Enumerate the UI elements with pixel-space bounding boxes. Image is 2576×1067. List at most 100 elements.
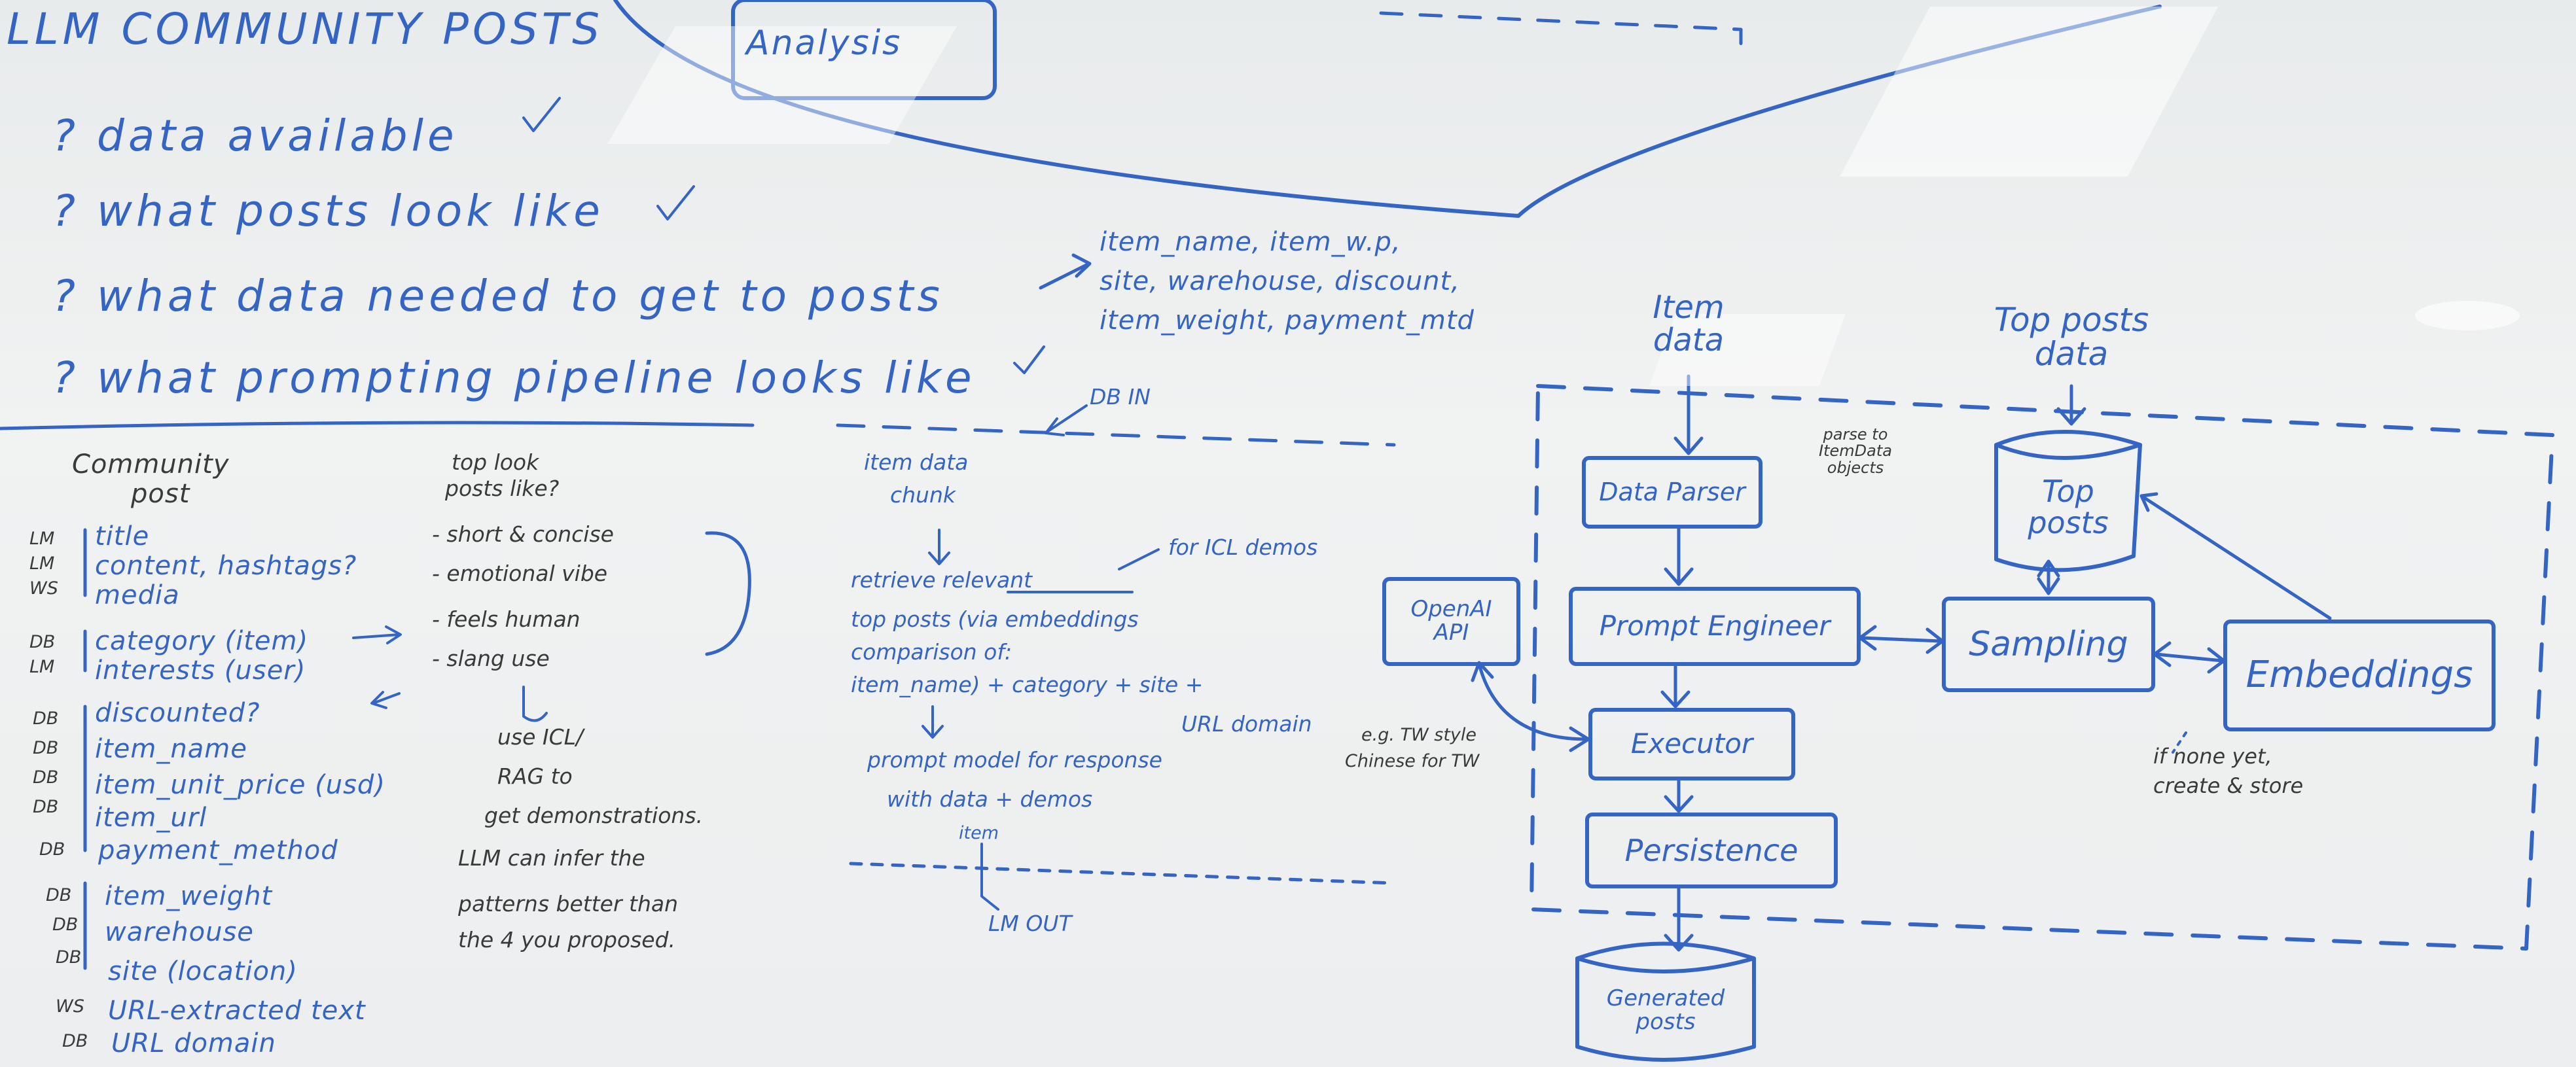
- prefix: WS: [56, 996, 84, 1017]
- prompt-sampling-arrow: [1858, 625, 1944, 654]
- prefix: DB: [33, 767, 59, 788]
- post-heading-2: post: [131, 479, 190, 509]
- fields-note-line1: item_name, item_w.p,: [1100, 227, 1401, 257]
- retrieve-line-5: URL domain: [1181, 711, 1312, 737]
- executor-to-persistence: [1664, 777, 1694, 813]
- look-conclusion-2: RAG to: [497, 763, 573, 789]
- prompt-line-1: prompt model for response: [867, 747, 1162, 773]
- top-data-arrow: [2056, 384, 2086, 426]
- glare-4: [2415, 301, 2520, 330]
- header-divider: [0, 421, 755, 430]
- retrieve-to-prompt: [921, 705, 944, 739]
- retrieve-line-4: item_name) + category + site +: [851, 672, 1204, 697]
- lm-out-label: LM OUT: [988, 911, 1072, 936]
- look-arrow: [522, 686, 548, 722]
- top-posts-cylinder: [1994, 430, 2142, 572]
- prompt-engineer-label: Prompt Engineer: [1599, 610, 1831, 642]
- prefix: DB: [46, 885, 72, 905]
- field-url-text: URL-extracted text: [108, 996, 366, 1026]
- prefix: LM: [29, 553, 55, 574]
- look-conclusion-5: patterns better than: [458, 891, 678, 917]
- parse-note: parse to ItemData objects: [1819, 425, 1892, 477]
- embed-note-pointer: [2172, 731, 2187, 754]
- data-parser-box: [1582, 456, 1762, 529]
- field-item-url: item_url: [95, 803, 207, 833]
- prefix: DB: [39, 839, 65, 860]
- sampling-label: Sampling: [1969, 624, 2128, 664]
- embeddings-box: [2223, 620, 2496, 731]
- embeddings-topposts-arrow: [2139, 492, 2332, 620]
- look-item-4: - slang use: [432, 646, 550, 671]
- field-warehouse: warehouse: [105, 917, 254, 947]
- dashed-frame-top: [1379, 11, 1743, 58]
- field-url-domain: URL domain: [111, 1028, 276, 1058]
- prefix: DB: [62, 1031, 88, 1051]
- prefix: DB: [33, 797, 59, 817]
- icl-note: for ICL demos: [1168, 534, 1318, 560]
- field-payment: payment_method: [98, 835, 338, 866]
- field-item-weight: item_weight: [105, 881, 273, 911]
- analysis-bracket-stroke: [613, 0, 2162, 218]
- field-site: site (location): [108, 956, 298, 987]
- chunk-label-1: item data: [864, 449, 969, 475]
- look-heading-1: top look: [452, 449, 539, 475]
- data-parser-label: Data Parser: [1599, 477, 1745, 506]
- db-in-arrow: [1045, 404, 1088, 436]
- question-4: ? what prompting pipeline looks like: [52, 353, 976, 403]
- prefix: DB: [29, 632, 56, 652]
- interests-arrow: [370, 691, 401, 709]
- top-posts-data-label: Top posts data: [1994, 300, 2149, 373]
- retrieve-line-3: comparison of:: [851, 639, 1012, 665]
- prompt-engineer-box: [1569, 587, 1861, 666]
- embed-note-2: create & store: [2153, 773, 2304, 798]
- generated-posts-cylinder: [1575, 941, 1756, 1062]
- retrieve-line-1: retrieve relevant: [851, 567, 1033, 593]
- look-item-2: - emotional vibe: [432, 561, 608, 586]
- field-title: title: [95, 521, 150, 551]
- question-2: ? what posts look like: [52, 186, 604, 236]
- item-data-label: Item data: [1653, 289, 1725, 359]
- prompt-line-2: with data + demos: [887, 786, 1093, 812]
- board-title: LLM COMMUNITY POSTS: [7, 4, 603, 54]
- category-arrow: [352, 625, 402, 644]
- persistence-box: [1585, 813, 1838, 888]
- retrieve-line-2: top posts (via embeddings: [851, 606, 1139, 632]
- chunk-to-retrieve: [928, 529, 950, 565]
- chunk-label-2: chunk: [890, 482, 956, 508]
- style-note-2: Chinese for TW: [1345, 751, 1480, 771]
- prefix: LM: [29, 657, 55, 677]
- field-content: content, hashtags?: [95, 551, 357, 581]
- openai-label: OpenAI API: [1410, 596, 1492, 646]
- analysis-box-outline: [731, 0, 997, 100]
- look-brace: [705, 531, 751, 656]
- db-in-dashline: [836, 423, 1396, 447]
- executor-label: Executor: [1630, 727, 1753, 760]
- field-discounted: discounted?: [95, 698, 260, 728]
- persistence-to-generated: [1664, 884, 1694, 952]
- fields-note-line2: site, warehouse, discount,: [1100, 266, 1460, 296]
- question-1: ? data available: [52, 111, 458, 161]
- icl-pointer: [1118, 548, 1160, 570]
- embeddings-label: Embeddings: [2245, 654, 2473, 697]
- prefix: DB: [33, 708, 59, 729]
- analysis-label: Analysis: [746, 24, 903, 63]
- look-item-3: - feels human: [432, 606, 581, 632]
- generated-posts-label: Generated posts: [1606, 985, 1725, 1035]
- style-note-1: e.g. TW style: [1361, 725, 1477, 745]
- field-item-price: item_unit_price (usd): [95, 770, 385, 800]
- field-category: category (item): [95, 626, 309, 656]
- item-data-arrow: [1673, 374, 1704, 455]
- prefix: WS: [29, 578, 58, 599]
- check-2: [656, 185, 695, 220]
- prompt-to-out: [980, 843, 999, 911]
- look-conclusion-3: get demonstrations.: [484, 803, 703, 828]
- lm-out-dashline: [849, 862, 1396, 885]
- openai-box: [1382, 577, 1520, 666]
- look-conclusion-6: the 4 you proposed.: [458, 927, 676, 953]
- top-posts-label: Top posts: [2028, 473, 2109, 540]
- pipeline-frame: [1530, 384, 2554, 951]
- prefix: DB: [52, 915, 79, 935]
- post-heading-1: Community: [72, 449, 230, 480]
- check-1: [522, 97, 561, 132]
